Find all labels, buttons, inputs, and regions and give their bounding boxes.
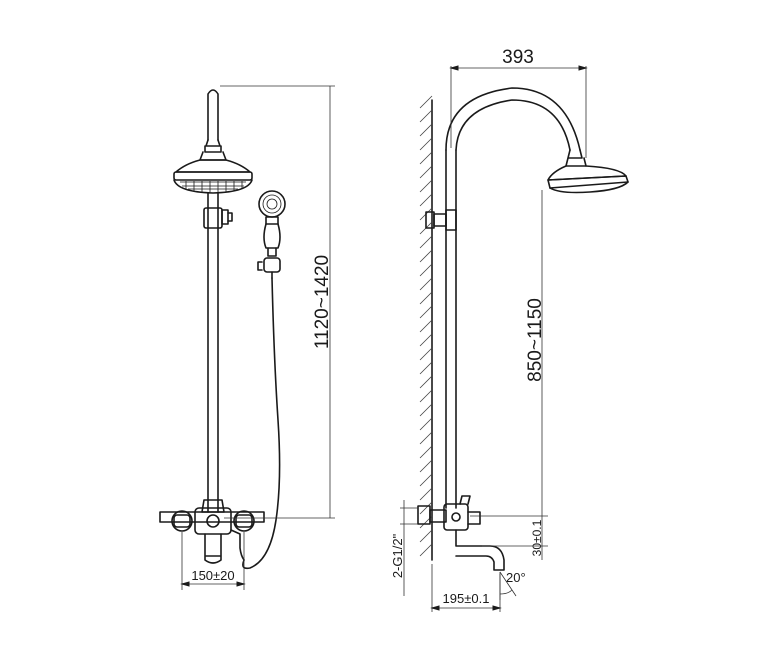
side-spout-length-label: 195±0.1 [443,591,490,606]
front-main-pole [207,192,219,513]
side-wall [419,95,433,561]
side-spout [455,529,505,571]
front-hand-shower [258,190,286,257]
front-mixer [159,499,265,564]
side-spout-length-dimension [430,564,502,612]
front-pole-top [207,89,219,141]
front-head-neck [199,139,227,161]
front-spacing-label: 150±20 [191,568,234,583]
front-view: 1120~1420 150±20 [159,85,335,590]
front-hand-shower-holder [257,257,281,279]
front-height-dimension [220,85,335,519]
side-pole [445,149,457,509]
side-height-label: 850~1150 [525,298,546,382]
side-spout-offset-label: 30±0.1 [530,519,544,556]
side-angle-label: 20° [506,570,526,585]
side-head-connector [565,149,587,167]
side-shower-head [547,165,629,194]
front-slider-bracket [203,207,233,229]
side-thread-dimension [400,500,418,596]
side-wall-bracket [425,209,457,231]
front-height-label: 1120~1420 [312,255,333,349]
front-spacing-dimension [180,532,246,590]
side-height-dimension [470,190,548,517]
front-hose [242,277,281,570]
side-gooseneck [445,87,581,151]
side-reach-label: 393 [502,47,534,68]
side-thread-label: 2-G1/2" [390,533,405,578]
side-view: 393 850~1150 30±0.1 2-G1/2" 20° [390,47,629,612]
side-mixer [417,495,481,531]
side-spout-offset-dimension [482,516,548,560]
side-reach-dimension [449,65,588,158]
front-shower-head [173,159,253,194]
